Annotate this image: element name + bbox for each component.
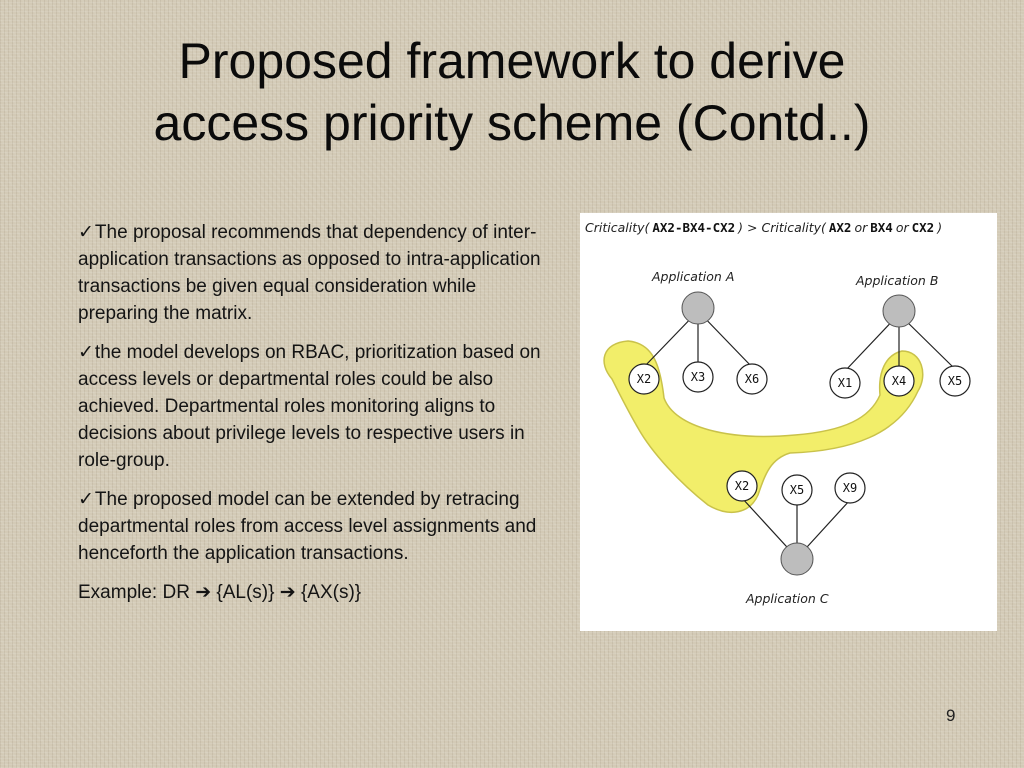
node-a-x3	[682, 361, 714, 393]
node-c-x2	[726, 470, 758, 502]
title-line-1: Proposed framework to derive	[178, 33, 846, 89]
bullet-item: ✓the model develops on RBAC, prioritizat…	[78, 339, 558, 474]
bullet-item: ✓The proposed model can be extended by r…	[78, 486, 558, 567]
node-b-x5-label: X5	[948, 374, 962, 388]
application-c-label: Application C	[745, 591, 829, 606]
node-c-x9-label: X9	[843, 481, 857, 495]
check-icon: ✓	[78, 222, 94, 243]
node-a-x2	[628, 363, 660, 395]
node-c-x5-label: X5	[790, 483, 804, 497]
slide-title: Proposed framework to derive access prio…	[60, 30, 964, 154]
node-c-x9	[834, 472, 866, 504]
bullet-list: ✓The proposal recommends that dependency…	[78, 219, 558, 606]
diagram-header: Criticality(AX2-BX4-CX2) >Criticality(AX…	[585, 220, 942, 235]
application-a-node	[681, 291, 715, 325]
dependency-highlight	[603, 340, 924, 513]
node-c-x2-label: X2	[735, 479, 749, 493]
node-b-x1	[829, 367, 861, 399]
check-icon: ✓	[78, 489, 94, 510]
diagram-canvas: Criticality(AX2-BX4-CX2) >Criticality(AX…	[585, 220, 971, 606]
example-line: Example: DR ➔ {AL(s)} ➔ {AX(s)}	[78, 582, 362, 603]
bullet-text: The proposal recommends that dependency …	[78, 222, 541, 324]
node-a-x6	[736, 363, 768, 395]
application-a-label: Application A	[651, 269, 734, 284]
node-b-x4	[883, 365, 915, 397]
bullet-item: ✓The proposal recommends that dependency…	[78, 219, 558, 327]
bullet-text: The proposed model can be extended by re…	[78, 489, 537, 564]
node-a-x2-label: X2	[637, 372, 651, 386]
node-b-x4-label: X4	[892, 374, 906, 388]
dependency-diagram: Criticality(AX2-BX4-CX2) >Criticality(AX…	[580, 213, 997, 631]
page-number: 9	[946, 706, 956, 725]
title-line-2: access priority scheme (Contd..)	[153, 95, 871, 151]
node-a-x3-label: X3	[691, 370, 705, 384]
bullet-text: the model develops on RBAC, prioritizati…	[78, 342, 541, 471]
node-b-x1-label: X1	[838, 376, 852, 390]
node-b-x5	[939, 365, 971, 397]
application-b-label: Application B	[855, 273, 938, 288]
application-c-node	[780, 542, 814, 576]
application-b-node	[882, 294, 916, 328]
node-c-x5	[781, 474, 813, 506]
node-a-x6-label: X6	[745, 372, 759, 386]
check-icon: ✓	[78, 342, 94, 363]
